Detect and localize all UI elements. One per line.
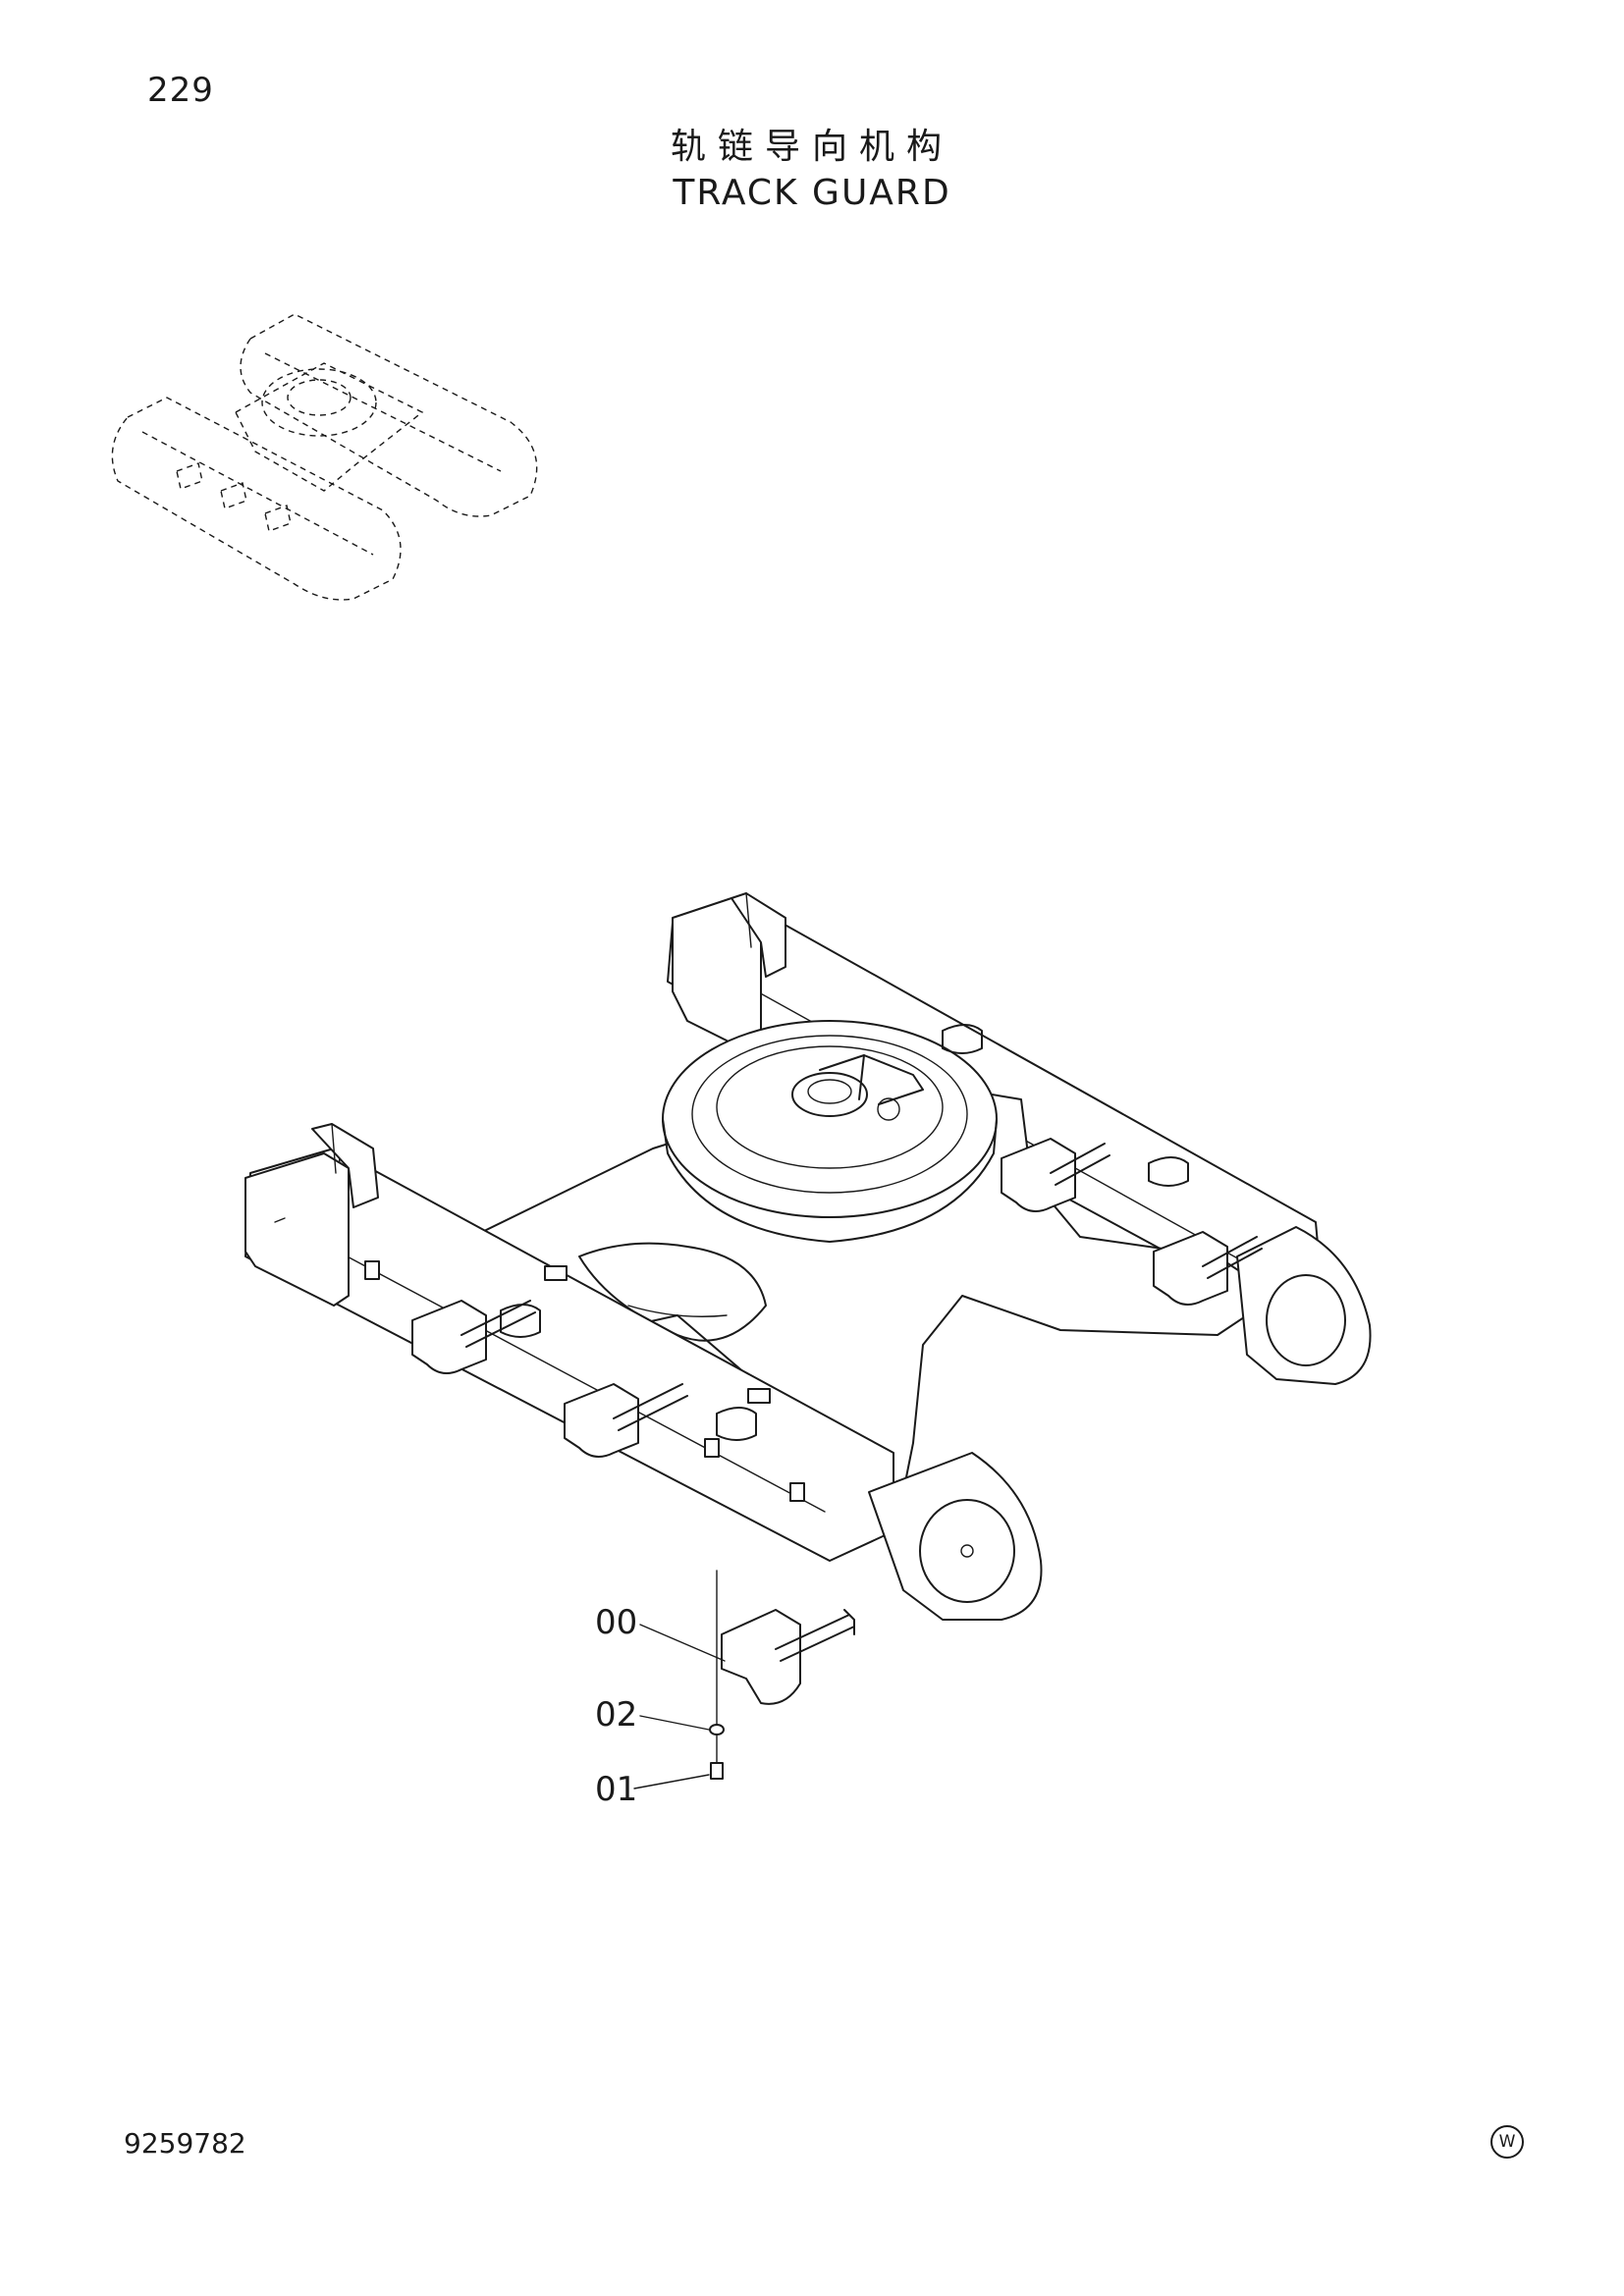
exploded-track-guard [709,1570,855,1780]
callout-02: 02 [595,1695,638,1735]
leader-02 [639,1715,710,1731]
leader-01 [633,1774,710,1789]
callout-00: 00 [595,1603,638,1642]
installed-track-guards [411,1138,1263,1458]
undercarriage-frame [244,892,1372,1621]
title-chinese: 轨链导向机构 [670,127,953,167]
leader-00 [639,1624,726,1662]
callout-01: 01 [595,1770,638,1809]
title-english: TRACK GUARD [673,173,951,213]
page-number: 229 [147,71,214,110]
overview-thumbnail [111,313,538,601]
document-number: 9259782 [124,2127,246,2160]
w-circle-mark: W [1490,2125,1524,2159]
